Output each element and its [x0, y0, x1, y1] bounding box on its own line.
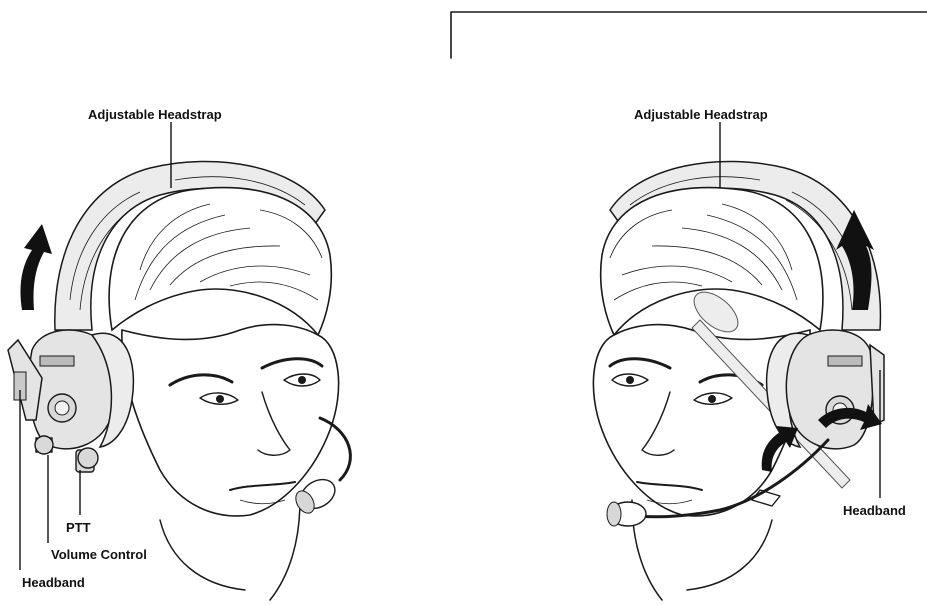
right-ear-cup-shell — [786, 330, 873, 449]
volume-knob — [35, 436, 53, 454]
label-right-headstrap: Adjustable Headstrap — [634, 107, 768, 122]
ptt-button — [76, 448, 98, 472]
frame-border — [451, 12, 927, 58]
right-figure — [593, 122, 884, 600]
left-figure — [8, 122, 350, 600]
right-mic-capsule — [607, 502, 646, 526]
label-ptt: PTT — [66, 520, 91, 535]
label-left-headband: Headband — [22, 575, 85, 590]
label-right-headband: Headband — [843, 503, 906, 518]
label-left-headstrap: Adjustable Headstrap — [88, 107, 222, 122]
left-up-arrow — [20, 224, 52, 310]
left-hair — [109, 188, 331, 335]
label-volume-control: Volume Control — [51, 547, 147, 562]
